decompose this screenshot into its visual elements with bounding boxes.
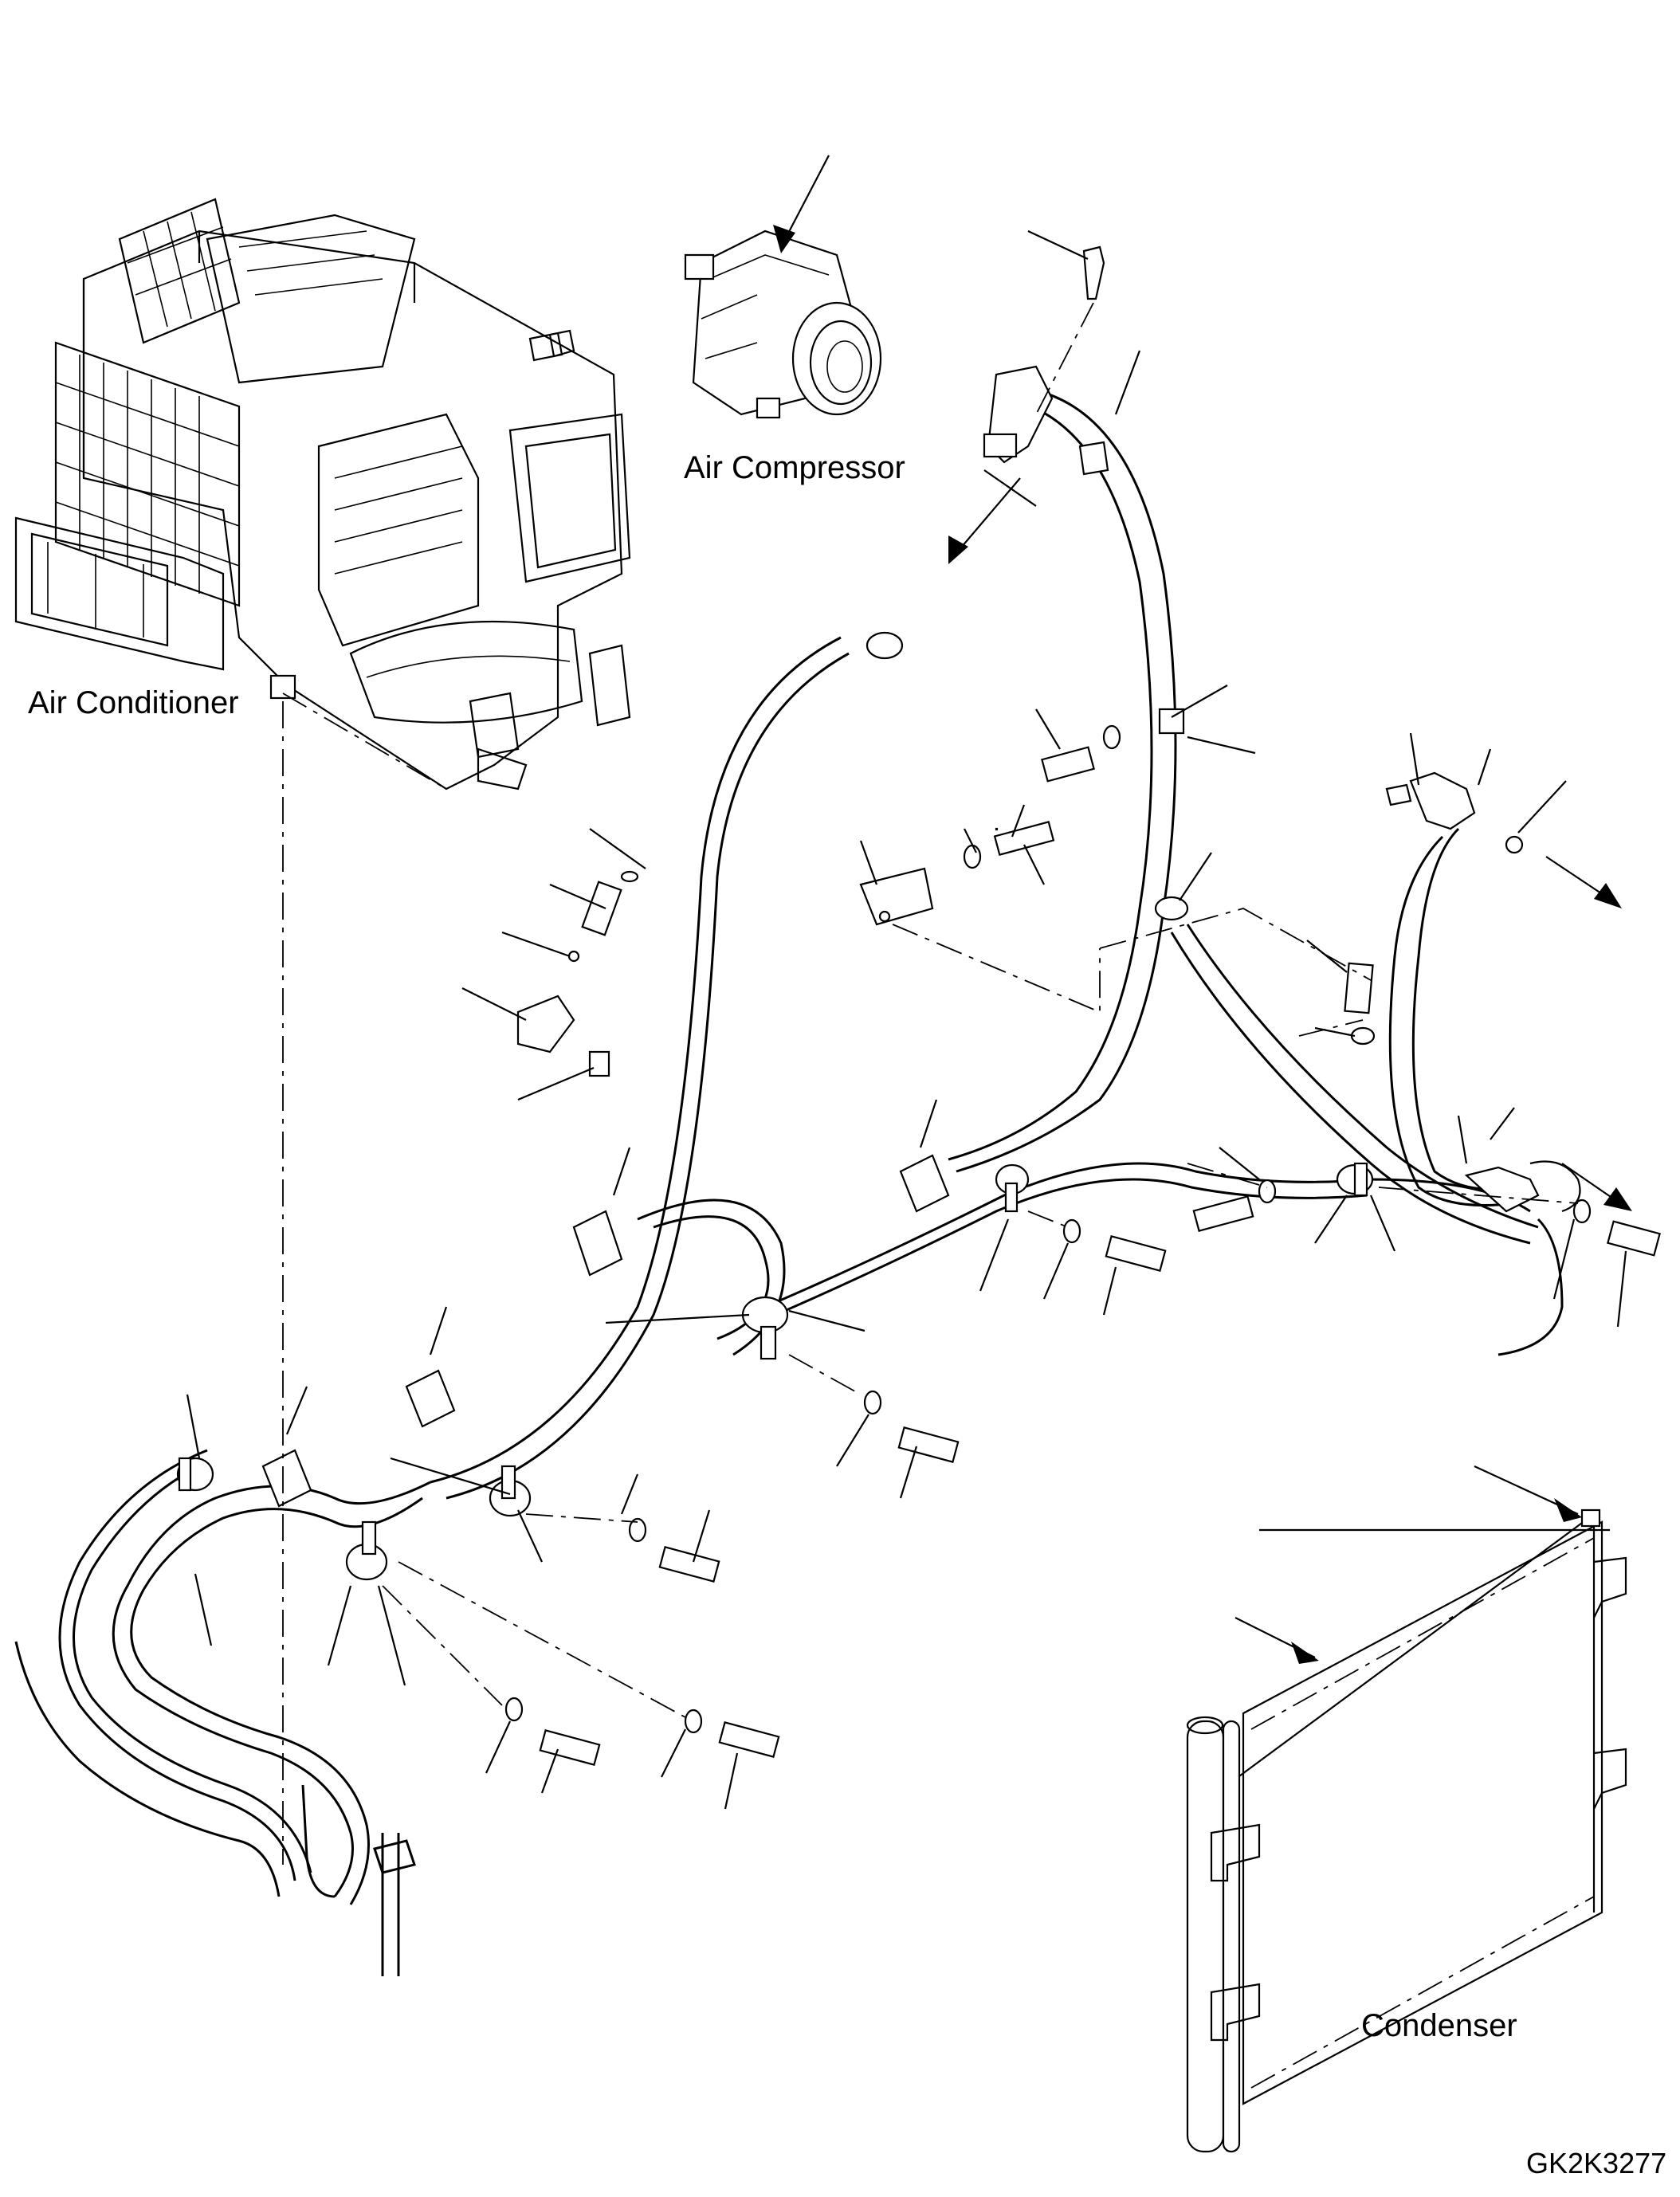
right-bottom-fitting: [1457, 1107, 1632, 1213]
compressor-fitting: [948, 230, 1141, 564]
right-top-arrow-icon: [1594, 883, 1622, 908]
alignment-dashes: [282, 692, 1579, 1865]
right-bottom-arrow-icon: [1603, 1187, 1632, 1211]
spacers: [261, 1099, 950, 1508]
air-conditioner-label: Air Conditioner: [28, 685, 239, 720]
leader-lines: [186, 685, 1627, 1810]
air-compressor-label: Air Compressor: [684, 450, 905, 485]
right-top-fitting: [1385, 732, 1622, 908]
air-compressor: [684, 230, 882, 419]
condenser-upper-arrow-icon: [1554, 1498, 1582, 1522]
refrigerant-hoses: [14, 389, 1564, 1976]
pressure-switch-assembly: [461, 828, 646, 1101]
compressor-arrow-icon: [773, 225, 795, 253]
condenser: [1186, 1508, 1627, 2153]
bolts-and-washers: [504, 724, 1661, 1766]
compressor-fitting-arrow-icon: [948, 536, 968, 564]
condenser-lower-arrow-icon: [1291, 1642, 1319, 1664]
drawing-code: GK2K3277: [1526, 2147, 1666, 2179]
air-conditioner-unit: [14, 198, 631, 791]
condenser-label: Condenser: [1361, 2008, 1517, 2043]
hose-clamps: [176, 631, 1374, 1581]
